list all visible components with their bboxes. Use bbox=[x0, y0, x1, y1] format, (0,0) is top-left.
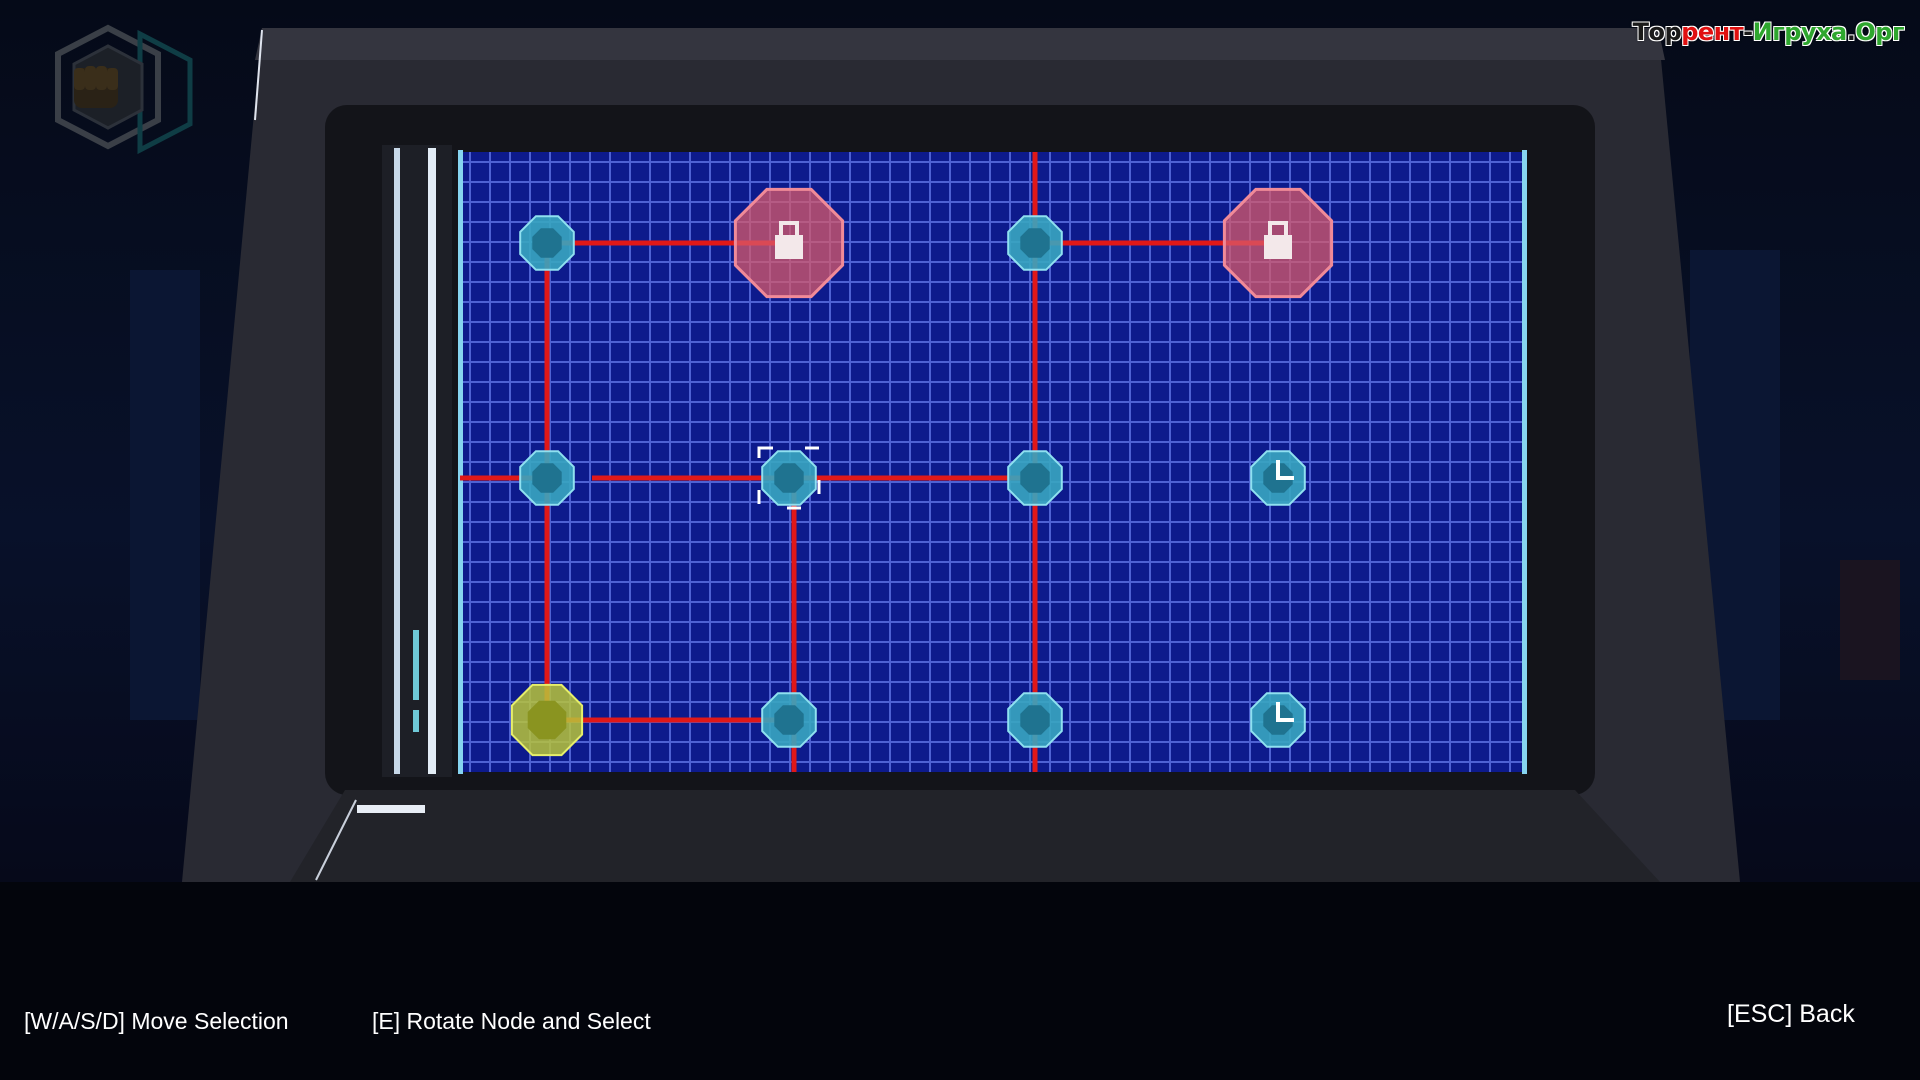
terminal-top-edge bbox=[255, 28, 1665, 60]
locked-target-r0c3[interactable] bbox=[1222, 187, 1334, 299]
terminal-screen bbox=[130, 28, 1900, 882]
watermark-part: Тор bbox=[1632, 18, 1682, 46]
pipe-node-r1c2[interactable] bbox=[1007, 450, 1063, 506]
corner-node-r1c3[interactable] bbox=[1250, 450, 1306, 506]
side-tube-glow-inner bbox=[428, 148, 436, 774]
selection-cursor bbox=[757, 446, 821, 510]
node-layer bbox=[510, 187, 1334, 757]
fist-icon bbox=[74, 66, 118, 108]
pipe-node-r0c0[interactable] bbox=[519, 215, 575, 271]
lock-icon bbox=[1264, 221, 1292, 259]
hint-rotate-node: [E] Rotate Node and Select bbox=[372, 1008, 651, 1034]
side-tube-indicator bbox=[413, 630, 419, 700]
watermark-part: рент bbox=[1681, 18, 1744, 46]
game-scene: Торрент-Игруха.Орг bbox=[0, 0, 1920, 882]
watermark-part: Орг bbox=[1855, 18, 1904, 46]
power-source-r2c0[interactable] bbox=[510, 683, 584, 757]
pipe-node-r2c2[interactable] bbox=[1007, 692, 1063, 748]
hint-move-selection: [W/A/S/D] Move Selection bbox=[24, 1008, 289, 1034]
side-tube-indicator-2 bbox=[413, 710, 419, 732]
ability-frame bbox=[55, 24, 193, 155]
side-tube-glow bbox=[394, 148, 400, 774]
lock-icon bbox=[775, 221, 803, 259]
pipe-node-r1c1[interactable] bbox=[757, 446, 821, 510]
back-button[interactable]: [ESC] Back bbox=[1727, 1000, 1855, 1028]
screen-right-edge bbox=[1522, 150, 1527, 774]
watermark-part: - bbox=[1743, 18, 1753, 46]
pipe-node-r2c1[interactable] bbox=[761, 692, 817, 748]
casing-highlight-low bbox=[315, 799, 357, 881]
ability-hex-outer bbox=[55, 24, 161, 150]
watermark-part: Игруха bbox=[1752, 18, 1848, 46]
pipe-node-r1c0[interactable] bbox=[519, 450, 575, 506]
bezel-lower-lip bbox=[290, 790, 1660, 882]
casing-light-strip bbox=[357, 805, 425, 813]
locked-target-r0c1[interactable] bbox=[733, 187, 845, 299]
ability-hud bbox=[40, 20, 200, 165]
corner-node-r2c3[interactable] bbox=[1250, 692, 1306, 748]
grid-lines bbox=[460, 152, 1525, 772]
screen-left-edge bbox=[458, 150, 463, 774]
background-machine bbox=[1840, 560, 1900, 680]
background-pillar-left bbox=[130, 270, 200, 720]
pipe-node-r0c2[interactable] bbox=[1007, 215, 1063, 271]
casing-highlight bbox=[254, 29, 263, 121]
watermark-part: . bbox=[1846, 18, 1856, 46]
watermark-logo: Торрент-Игруха.Орг bbox=[1632, 18, 1905, 46]
